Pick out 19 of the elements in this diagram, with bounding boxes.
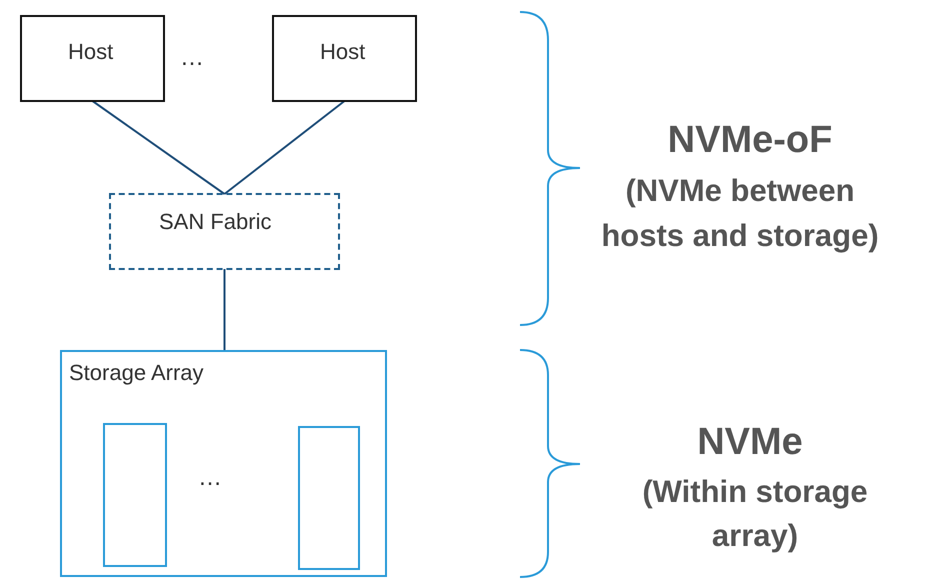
ellipsis: … — [179, 44, 209, 73]
section-subtitle: (Within storage array) — [641, 473, 869, 555]
storage-array-box — [60, 350, 387, 577]
host-box — [20, 15, 165, 102]
connector-line — [224, 269, 226, 351]
fabric-box — [109, 193, 340, 270]
module-box — [298, 426, 360, 570]
section-subtitle: (NVMe between hosts and storage) — [600, 172, 880, 255]
node-label: SAN Fabric — [159, 209, 272, 235]
connector-line — [224, 100, 346, 195]
node-label: Storage Array — [69, 360, 204, 386]
ellipsis: … — [197, 464, 227, 493]
node-label: Host — [320, 39, 366, 65]
section-title: NVMe — [696, 420, 804, 465]
section-title: NVMe-oF — [666, 118, 834, 163]
node-label: Host — [68, 39, 114, 65]
module-box — [103, 423, 167, 567]
host-box — [272, 15, 417, 102]
connector-line — [92, 100, 226, 195]
